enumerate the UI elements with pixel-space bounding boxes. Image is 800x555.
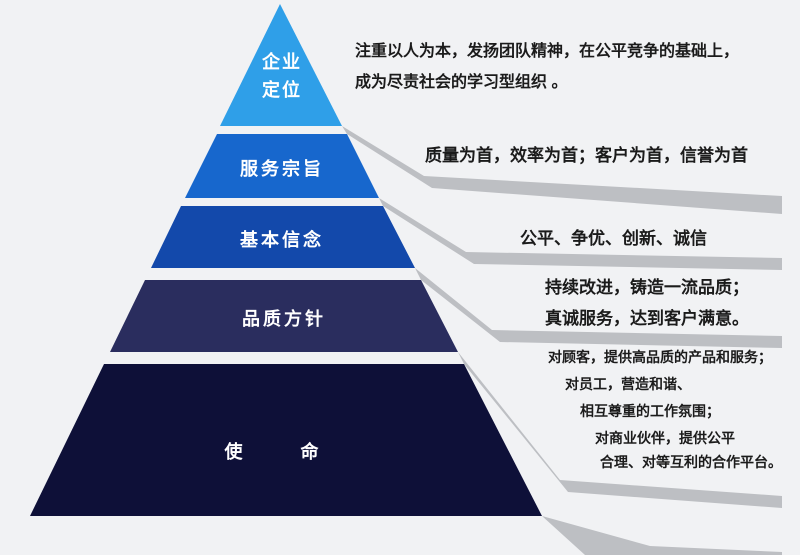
level-4-label: 品质方针: [242, 309, 326, 329]
level-4-description-line-1: 持续改进，铸造一流品质；: [545, 278, 749, 297]
pyramid-level-3-shape: [151, 206, 415, 268]
level-1-label-line-2: 定位: [262, 80, 302, 100]
level-3-label: 基本信念: [240, 230, 324, 250]
level-3-description: 公平、争优、创新、诚信: [520, 229, 707, 248]
level-1-description-line-1: 注重以人为本，发扬团队精神，在公平竞争的基础上，: [355, 43, 740, 60]
shadow-band-3: [415, 268, 782, 348]
level-5-description-line-3: 相互尊重的工作氛围；: [580, 403, 720, 419]
level-2-label: 服务宗旨: [240, 159, 324, 179]
level-2-description: 质量为首，效率为首；客户为首，信誉为首: [425, 146, 748, 165]
pyramid-level-4-shape: [110, 280, 458, 352]
level-5-description-line-2: 对员工，营造和谐、: [565, 376, 691, 392]
level-4-description: 持续改进，铸造一流品质； 真诚服务，达到客户满意。: [545, 272, 749, 334]
level-4-description-line-2: 真诚服务，达到客户满意。: [545, 309, 749, 328]
level-1-description-line-2: 成为尽责社会的学习型组织 。: [355, 74, 568, 91]
level-5-description-line-5: 合理、对等互利的合作平台。: [600, 454, 782, 470]
level-5-description-line-4: 对商业伙伴，提供公平: [595, 430, 735, 446]
shadow-band-1: [342, 126, 782, 214]
pyramid-level-2-shape: [185, 134, 379, 198]
shadow-band-2: [379, 198, 782, 270]
pyramid-level-1-shape: [220, 4, 342, 126]
level-5-description-line-1: 对顾客，提供高品质的产品和服务；: [548, 349, 772, 365]
level-1-label-line-1: 企业: [262, 52, 302, 72]
level-1-label: 企业 定位: [238, 48, 326, 104]
level-5-label: 使 命: [224, 442, 320, 462]
pyramid-level-5-shape: [30, 364, 542, 516]
level-1-description: 注重以人为本，发扬团队精神，在公平竞争的基础上， 成为尽责社会的学习型组织 。: [355, 36, 739, 98]
shadow-band-5: [542, 516, 782, 555]
